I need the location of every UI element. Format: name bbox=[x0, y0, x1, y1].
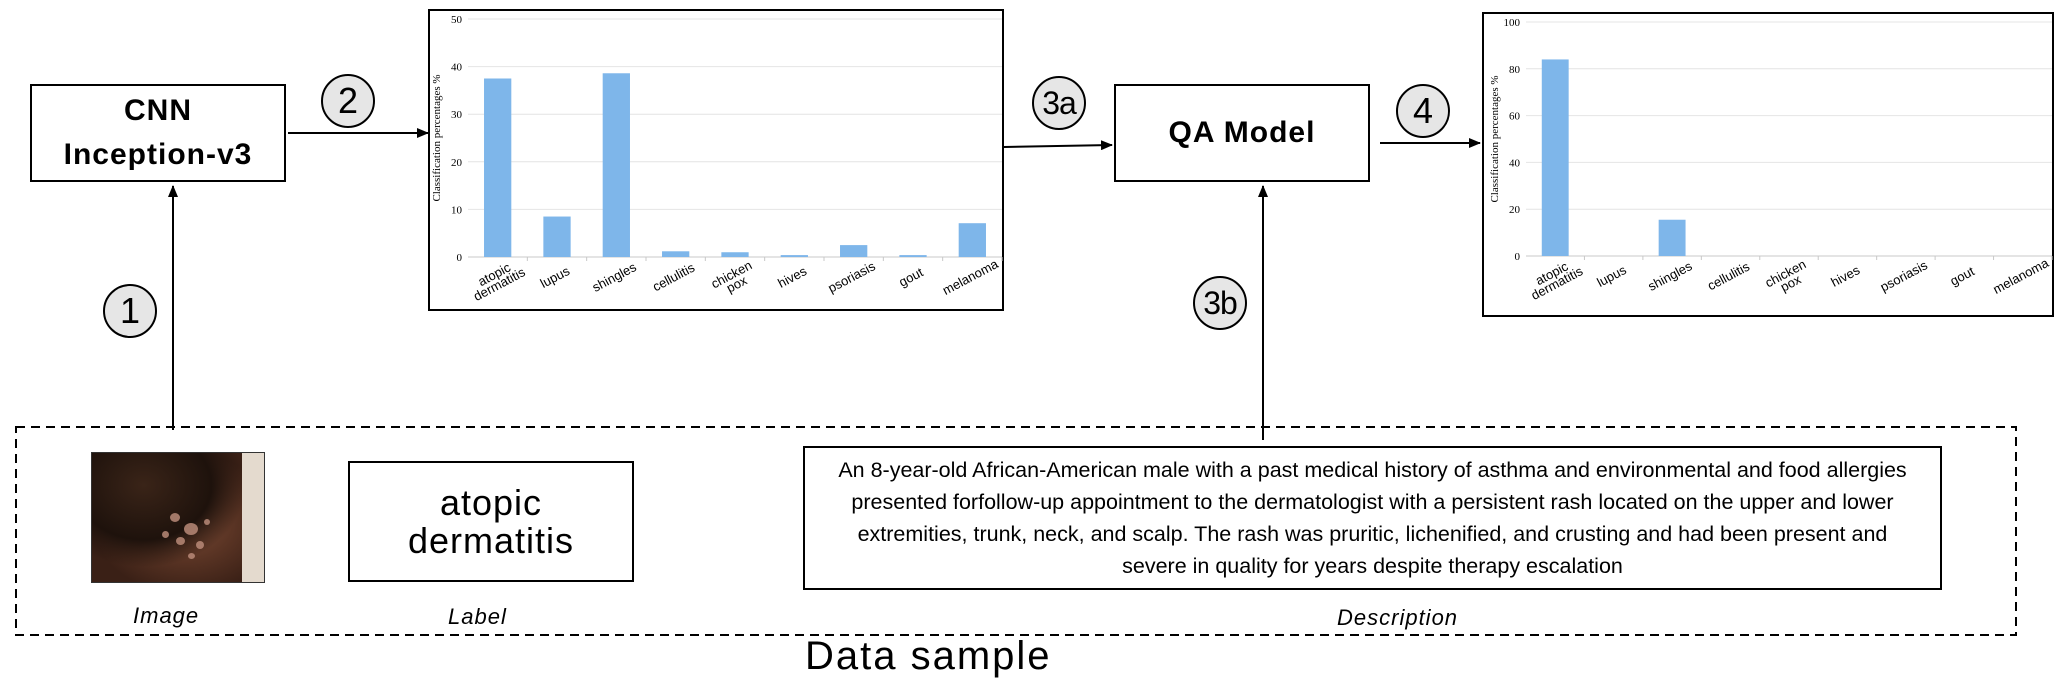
y-tick-label: 40 bbox=[451, 62, 463, 74]
y-tick-label: 80 bbox=[1509, 64, 1521, 76]
description-caption: Description bbox=[1337, 605, 1459, 630]
bar bbox=[899, 255, 927, 257]
cnn-box: CNN Inception-v3 bbox=[30, 84, 286, 182]
x-tick-label: melanoma bbox=[940, 256, 1001, 298]
x-tick-label: lupus bbox=[538, 263, 573, 291]
y-tick-label: 100 bbox=[1504, 17, 1521, 29]
label-box-line1: atopic bbox=[439, 481, 543, 523]
bar bbox=[543, 216, 571, 257]
y-tick-label: 60 bbox=[1509, 111, 1521, 123]
label-box: atopic dermatitis bbox=[348, 461, 634, 582]
bar bbox=[840, 245, 868, 257]
x-tick-label: melanoma bbox=[1990, 255, 2051, 297]
x-tick-label: chickenpox bbox=[1762, 256, 1813, 300]
y-axis-label: Classification percentages % bbox=[431, 74, 443, 201]
y-tick-label: 30 bbox=[451, 109, 463, 121]
x-tick-label: gout bbox=[896, 264, 926, 289]
x-tick-label: cellulitis bbox=[650, 259, 698, 294]
x-tick-label: lupus bbox=[1594, 262, 1629, 290]
y-tick-label: 0 bbox=[1515, 251, 1521, 263]
description-text: An 8-year-old African-American male with… bbox=[838, 458, 1907, 578]
x-tick-label: atopicdermatitis bbox=[466, 254, 528, 304]
x-tick-label: hives bbox=[775, 263, 809, 291]
x-tick-label: psoriasis bbox=[825, 258, 878, 296]
cnn-box-line1: CNN bbox=[124, 94, 192, 127]
bar bbox=[484, 78, 512, 257]
x-tick-label: psoriasis bbox=[1878, 257, 1931, 295]
y-tick-label: 0 bbox=[457, 252, 463, 264]
y-tick-label: 20 bbox=[1509, 204, 1521, 216]
step-4-circle: 4 bbox=[1396, 84, 1450, 138]
data-sample-title: Data sample bbox=[805, 634, 1052, 678]
bar bbox=[1658, 219, 1686, 256]
bar bbox=[958, 223, 986, 257]
y-tick-label: 10 bbox=[451, 204, 463, 216]
x-tick-label: shingles bbox=[590, 259, 640, 295]
y-tick-label: 50 bbox=[451, 14, 463, 26]
step-2-circle: 2 bbox=[321, 74, 375, 128]
step-3a-circle: 3a bbox=[1032, 76, 1086, 130]
image-caption: Image bbox=[133, 603, 200, 628]
bar bbox=[721, 252, 749, 257]
step-3b-circle: 3b bbox=[1193, 276, 1247, 330]
label-box-line2: dermatitis bbox=[407, 519, 575, 561]
bar bbox=[602, 73, 630, 257]
bar bbox=[1541, 59, 1569, 256]
qa-model-box: QA Model bbox=[1114, 84, 1370, 182]
x-tick-label: chickenpox bbox=[708, 257, 759, 301]
data-sample-frame bbox=[15, 426, 2017, 636]
description-box: An 8-year-old African-American male with… bbox=[803, 446, 1942, 590]
step-1-circle: 1 bbox=[103, 284, 157, 338]
x-tick-label: atopicdermatitis bbox=[1523, 253, 1585, 303]
y-axis-label: Classification percentages % bbox=[1489, 75, 1501, 202]
x-tick-label: hives bbox=[1828, 262, 1862, 290]
bar bbox=[780, 255, 808, 257]
y-tick-label: 20 bbox=[451, 157, 463, 169]
x-tick-label: gout bbox=[1948, 263, 1978, 288]
label-caption: Label bbox=[448, 604, 507, 629]
arrow-chart1-to-qa bbox=[1003, 140, 1113, 151]
y-tick-label: 40 bbox=[1509, 157, 1521, 169]
bar bbox=[662, 251, 690, 257]
skin-lesion-photo bbox=[91, 452, 265, 583]
cnn-box-line2: Inception-v3 bbox=[63, 138, 253, 171]
x-tick-label: shingles bbox=[1645, 258, 1695, 294]
x-tick-label: cellulitis bbox=[1705, 258, 1753, 293]
